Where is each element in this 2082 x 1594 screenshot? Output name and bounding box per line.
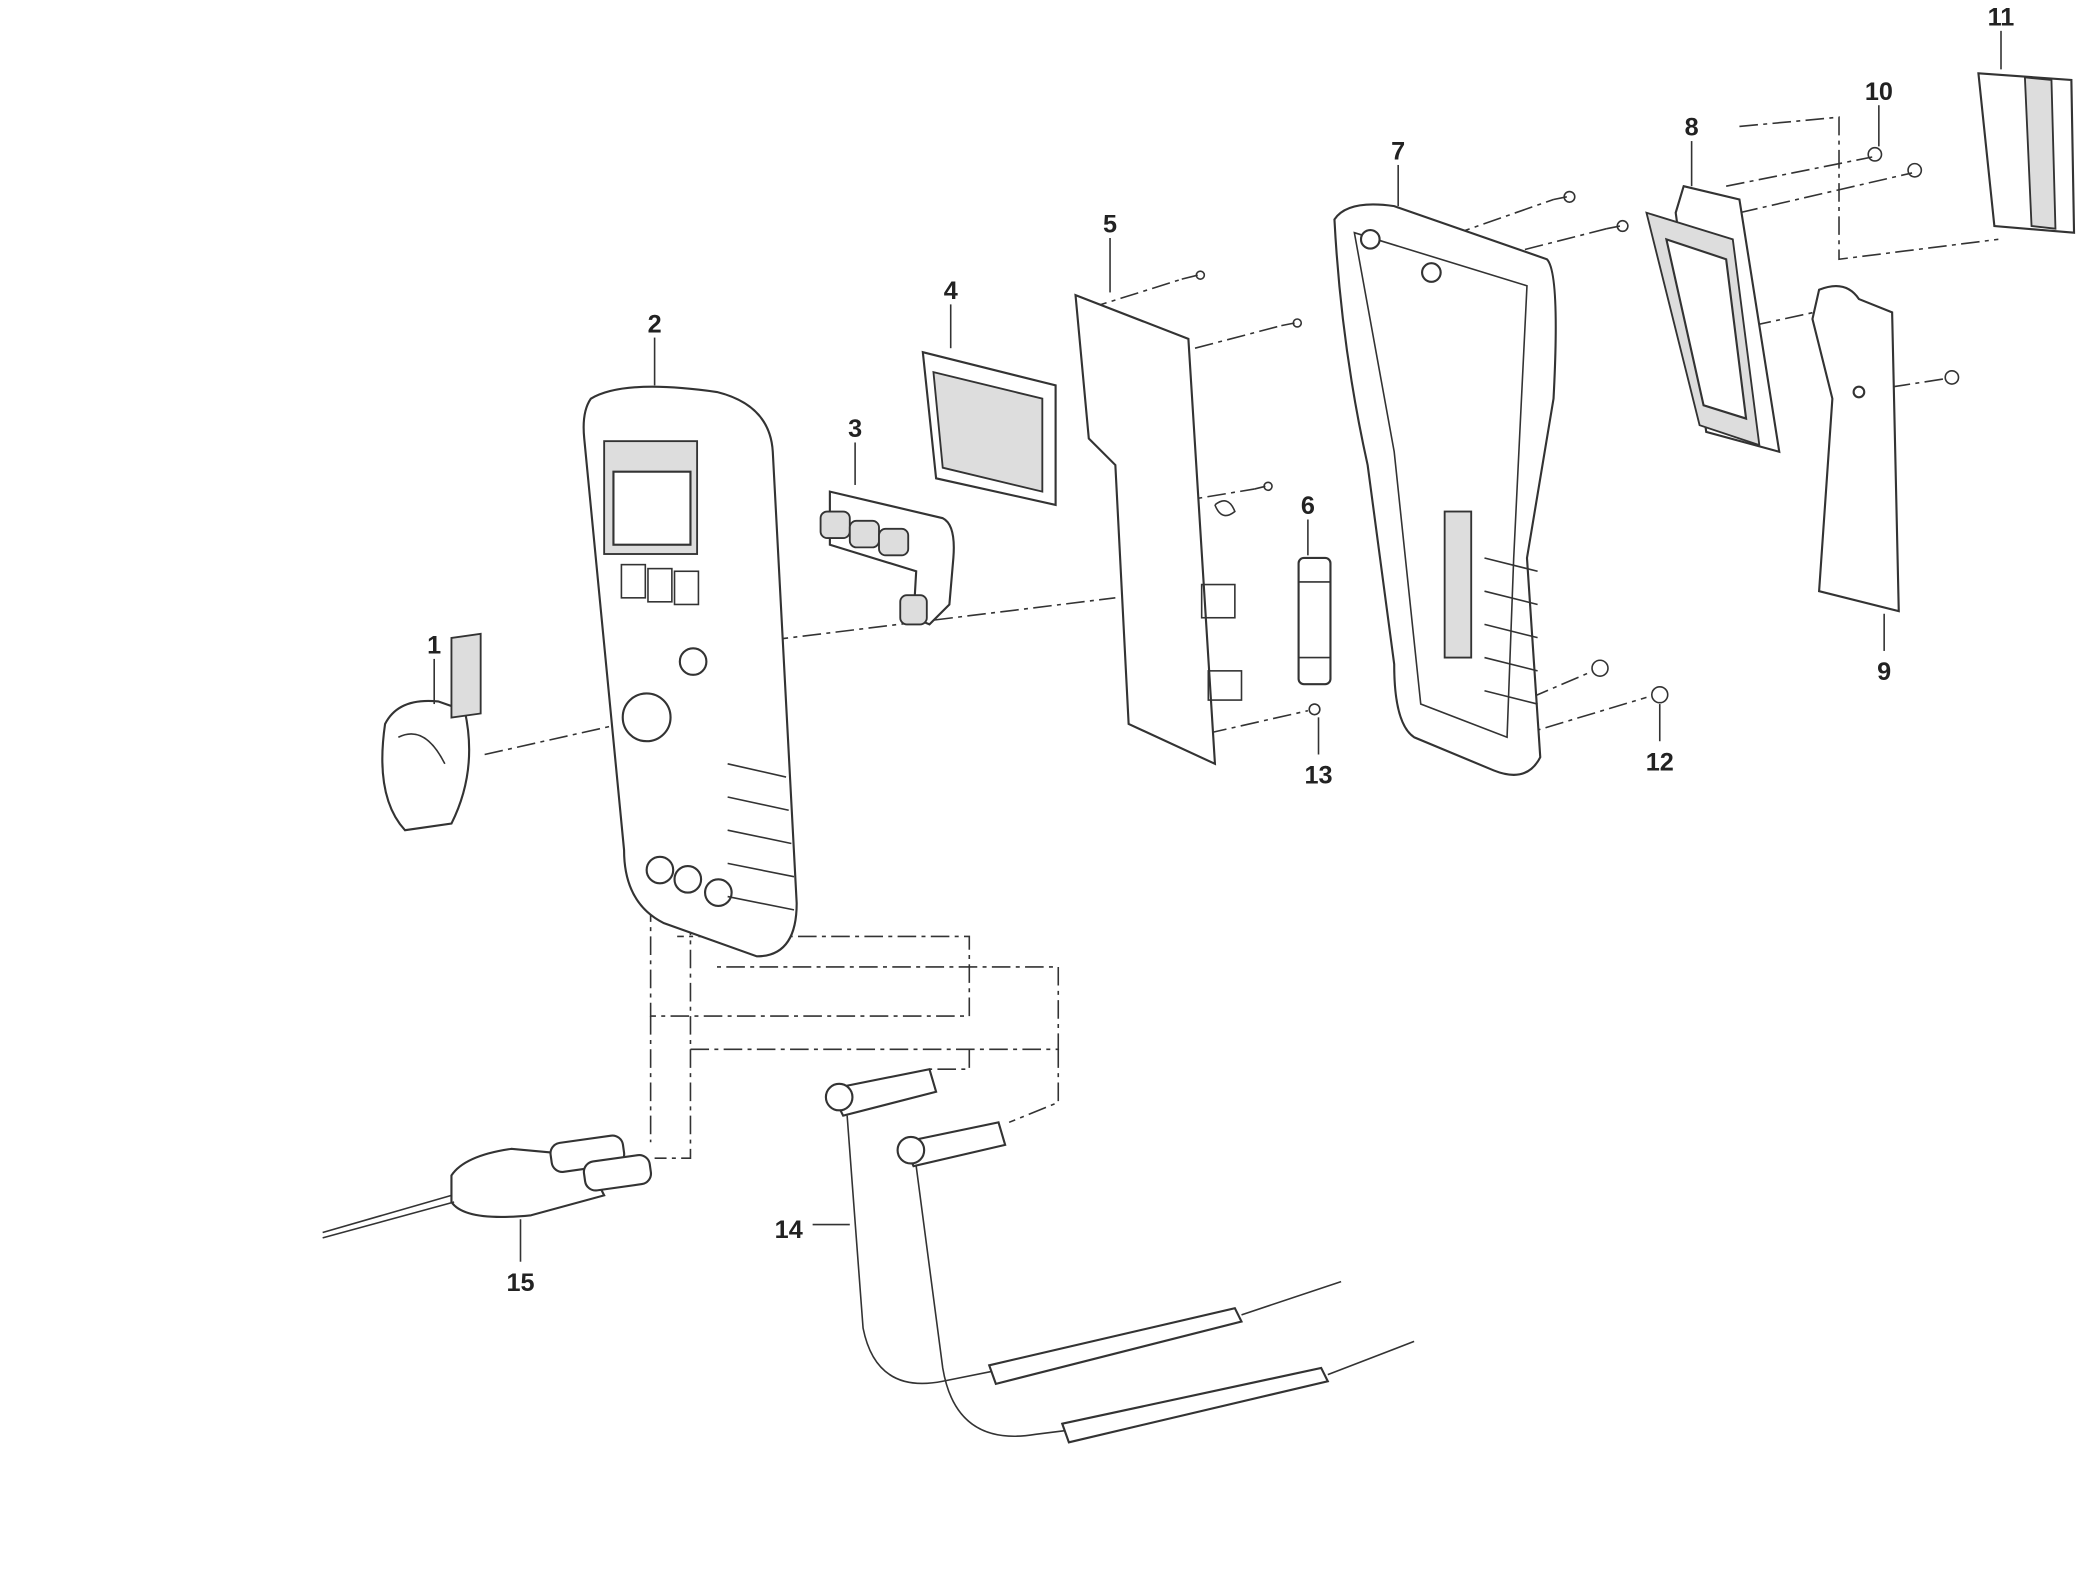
part-2-front-housing <box>582 385 798 958</box>
part-7-rear-housing <box>1333 190 1629 776</box>
callout-6: 6 <box>1301 492 1315 520</box>
part-15-temperature-probe <box>322 1134 653 1239</box>
callout-labels: 1 2 3 4 5 6 7 8 9 10 11 12 13 14 15 <box>427 4 2014 1297</box>
screws <box>1308 146 1960 716</box>
part-11-belt-clip <box>1977 72 2076 234</box>
callout-4: 4 <box>944 277 958 305</box>
callout-11: 11 <box>1988 4 2015 32</box>
callout-13: 13 <box>1304 762 1332 790</box>
part-3-button-pad <box>819 490 955 626</box>
callout-7: 7 <box>1391 138 1405 166</box>
callout-14: 14 <box>775 1216 803 1244</box>
callout-10: 10 <box>1865 78 1893 106</box>
assembly-lines <box>484 116 1999 1159</box>
callout-2: 2 <box>648 310 662 338</box>
callout-9: 9 <box>1877 658 1891 686</box>
callout-3: 3 <box>848 415 862 443</box>
callout-5: 5 <box>1103 211 1117 239</box>
part-8-battery-cover <box>1645 184 1781 454</box>
callout-15: 15 <box>506 1269 534 1297</box>
part-9-hanger-bracket <box>1811 285 1900 613</box>
part-14-test-leads <box>824 1067 1415 1444</box>
part-6-fuse <box>1297 556 1332 686</box>
part-5-circuit-board <box>1074 270 1303 766</box>
part-4-lcd-display <box>921 350 1057 507</box>
part-1-rotary-knob <box>381 632 482 832</box>
screws-5 <box>1181 270 1303 492</box>
callout-8: 8 <box>1685 114 1699 142</box>
callout-1: 1 <box>427 632 441 660</box>
callout-leaders <box>433 30 2002 1262</box>
callout-12: 12 <box>1646 748 1674 776</box>
